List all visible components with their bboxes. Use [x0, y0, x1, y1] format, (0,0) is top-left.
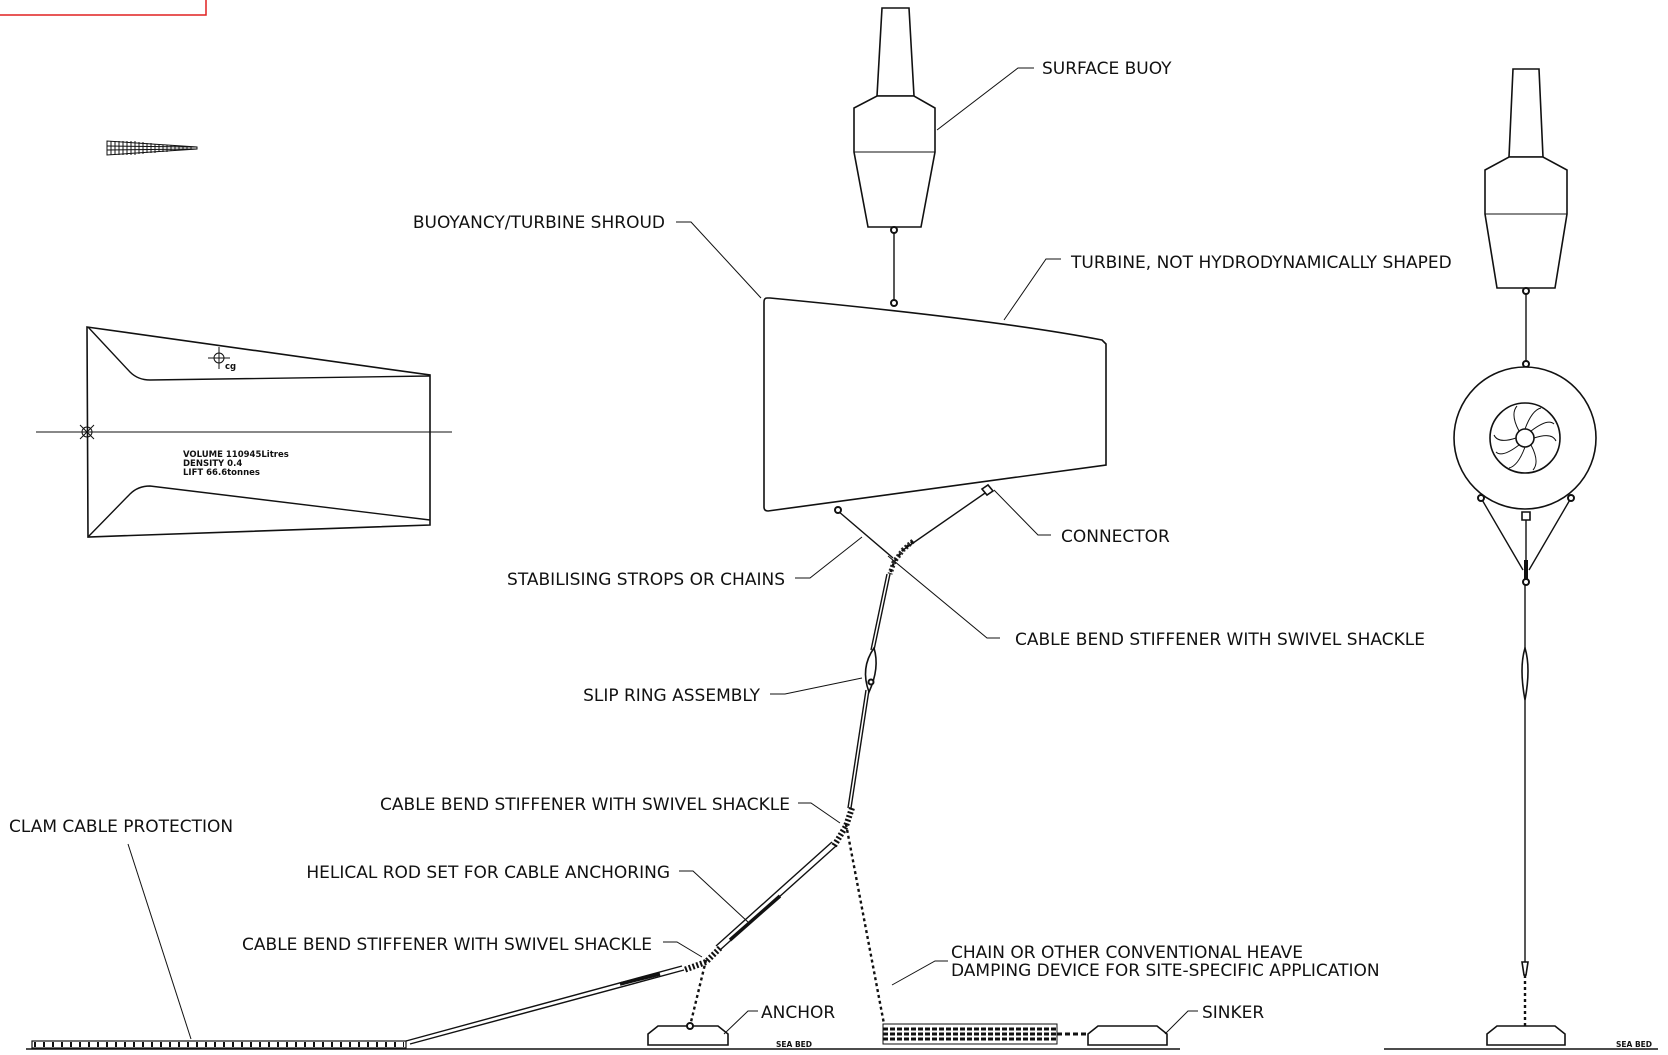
label-turbine: TURBINE, NOT HYDRODYNAMICALLY SHAPED [1070, 253, 1452, 273]
turbine-shroud [763, 297, 1107, 512]
surface-buoy [853, 7, 936, 307]
clam-cable-protection [30, 1038, 407, 1050]
turbine-rotor-icon [1453, 366, 1597, 510]
label-stabilising-strops: STABILISING STROPS OR CHAINS [507, 570, 785, 590]
shroud-section-view: cg VOLUME 110945Litres DENSITY 0.4 LIFT … [36, 326, 452, 538]
cg-label: cg [225, 362, 236, 372]
label-clam-protection: CLAM CABLE PROTECTION [9, 817, 233, 837]
anchor-block [647, 1022, 729, 1046]
label-surface-buoy: SURFACE BUOY [1042, 59, 1172, 79]
anchor-chain [688, 959, 708, 1027]
volume-text: VOLUME 110945Litres [183, 450, 289, 460]
front-view [1453, 68, 1597, 1046]
sea-bed-label-side: SEA BED [1616, 1040, 1652, 1049]
title-box-corner [0, 0, 207, 16]
lift-text: LIFT 66.6tonnes [183, 468, 260, 478]
density-text: DENSITY 0.4 [183, 459, 242, 469]
label-sinker: SINKER [1202, 1003, 1264, 1023]
label-helical-rod: HELICAL ROD SET FOR CABLE ANCHORING [306, 863, 670, 883]
slip-ring-assembly [864, 646, 877, 695]
label-slip-ring: SLIP RING ASSEMBLY [583, 686, 761, 706]
tapered-scale-icon [106, 140, 198, 156]
chain-pile [882, 1023, 1119, 1045]
bend-stiffener-mid [831, 807, 855, 848]
sea-bed-label-main: SEA BED [776, 1040, 812, 1049]
seabed-cable [405, 965, 685, 1045]
sinker-block [1087, 1025, 1168, 1046]
cg-marker-icon [208, 347, 230, 369]
label-heave-chain-line2: DAMPING DEVICE FOR SITE-SPECIFIC APPLICA… [951, 961, 1380, 981]
stabilising-strops [834, 483, 995, 559]
label-bend-stiffener-top: CABLE BEND STIFFENER WITH SWIVEL SHACKLE [1015, 630, 1425, 650]
label-buoyancy-shroud: BUOYANCY/TURBINE SHROUD [413, 213, 665, 233]
label-heave-chain-line1: CHAIN OR OTHER CONVENTIONAL HEAVE [951, 943, 1303, 963]
heave-chain [844, 823, 886, 1025]
label-bend-stiffener-low: CABLE BEND STIFFENER WITH SWIVEL SHACKLE [242, 935, 652, 955]
label-anchor: ANCHOR [761, 1003, 835, 1023]
label-connector: CONNECTOR [1061, 527, 1170, 547]
helical-rod-set [715, 841, 837, 951]
bend-stiffener-top [887, 539, 915, 575]
leader-lines [127, 67, 1198, 1040]
bend-stiffener-low [682, 945, 723, 973]
anchor-point-mark [79, 424, 95, 440]
riser-cable [847, 573, 891, 809]
label-bend-stiffener-mid: CABLE BEND STIFFENER WITH SWIVEL SHACKLE [380, 795, 790, 815]
